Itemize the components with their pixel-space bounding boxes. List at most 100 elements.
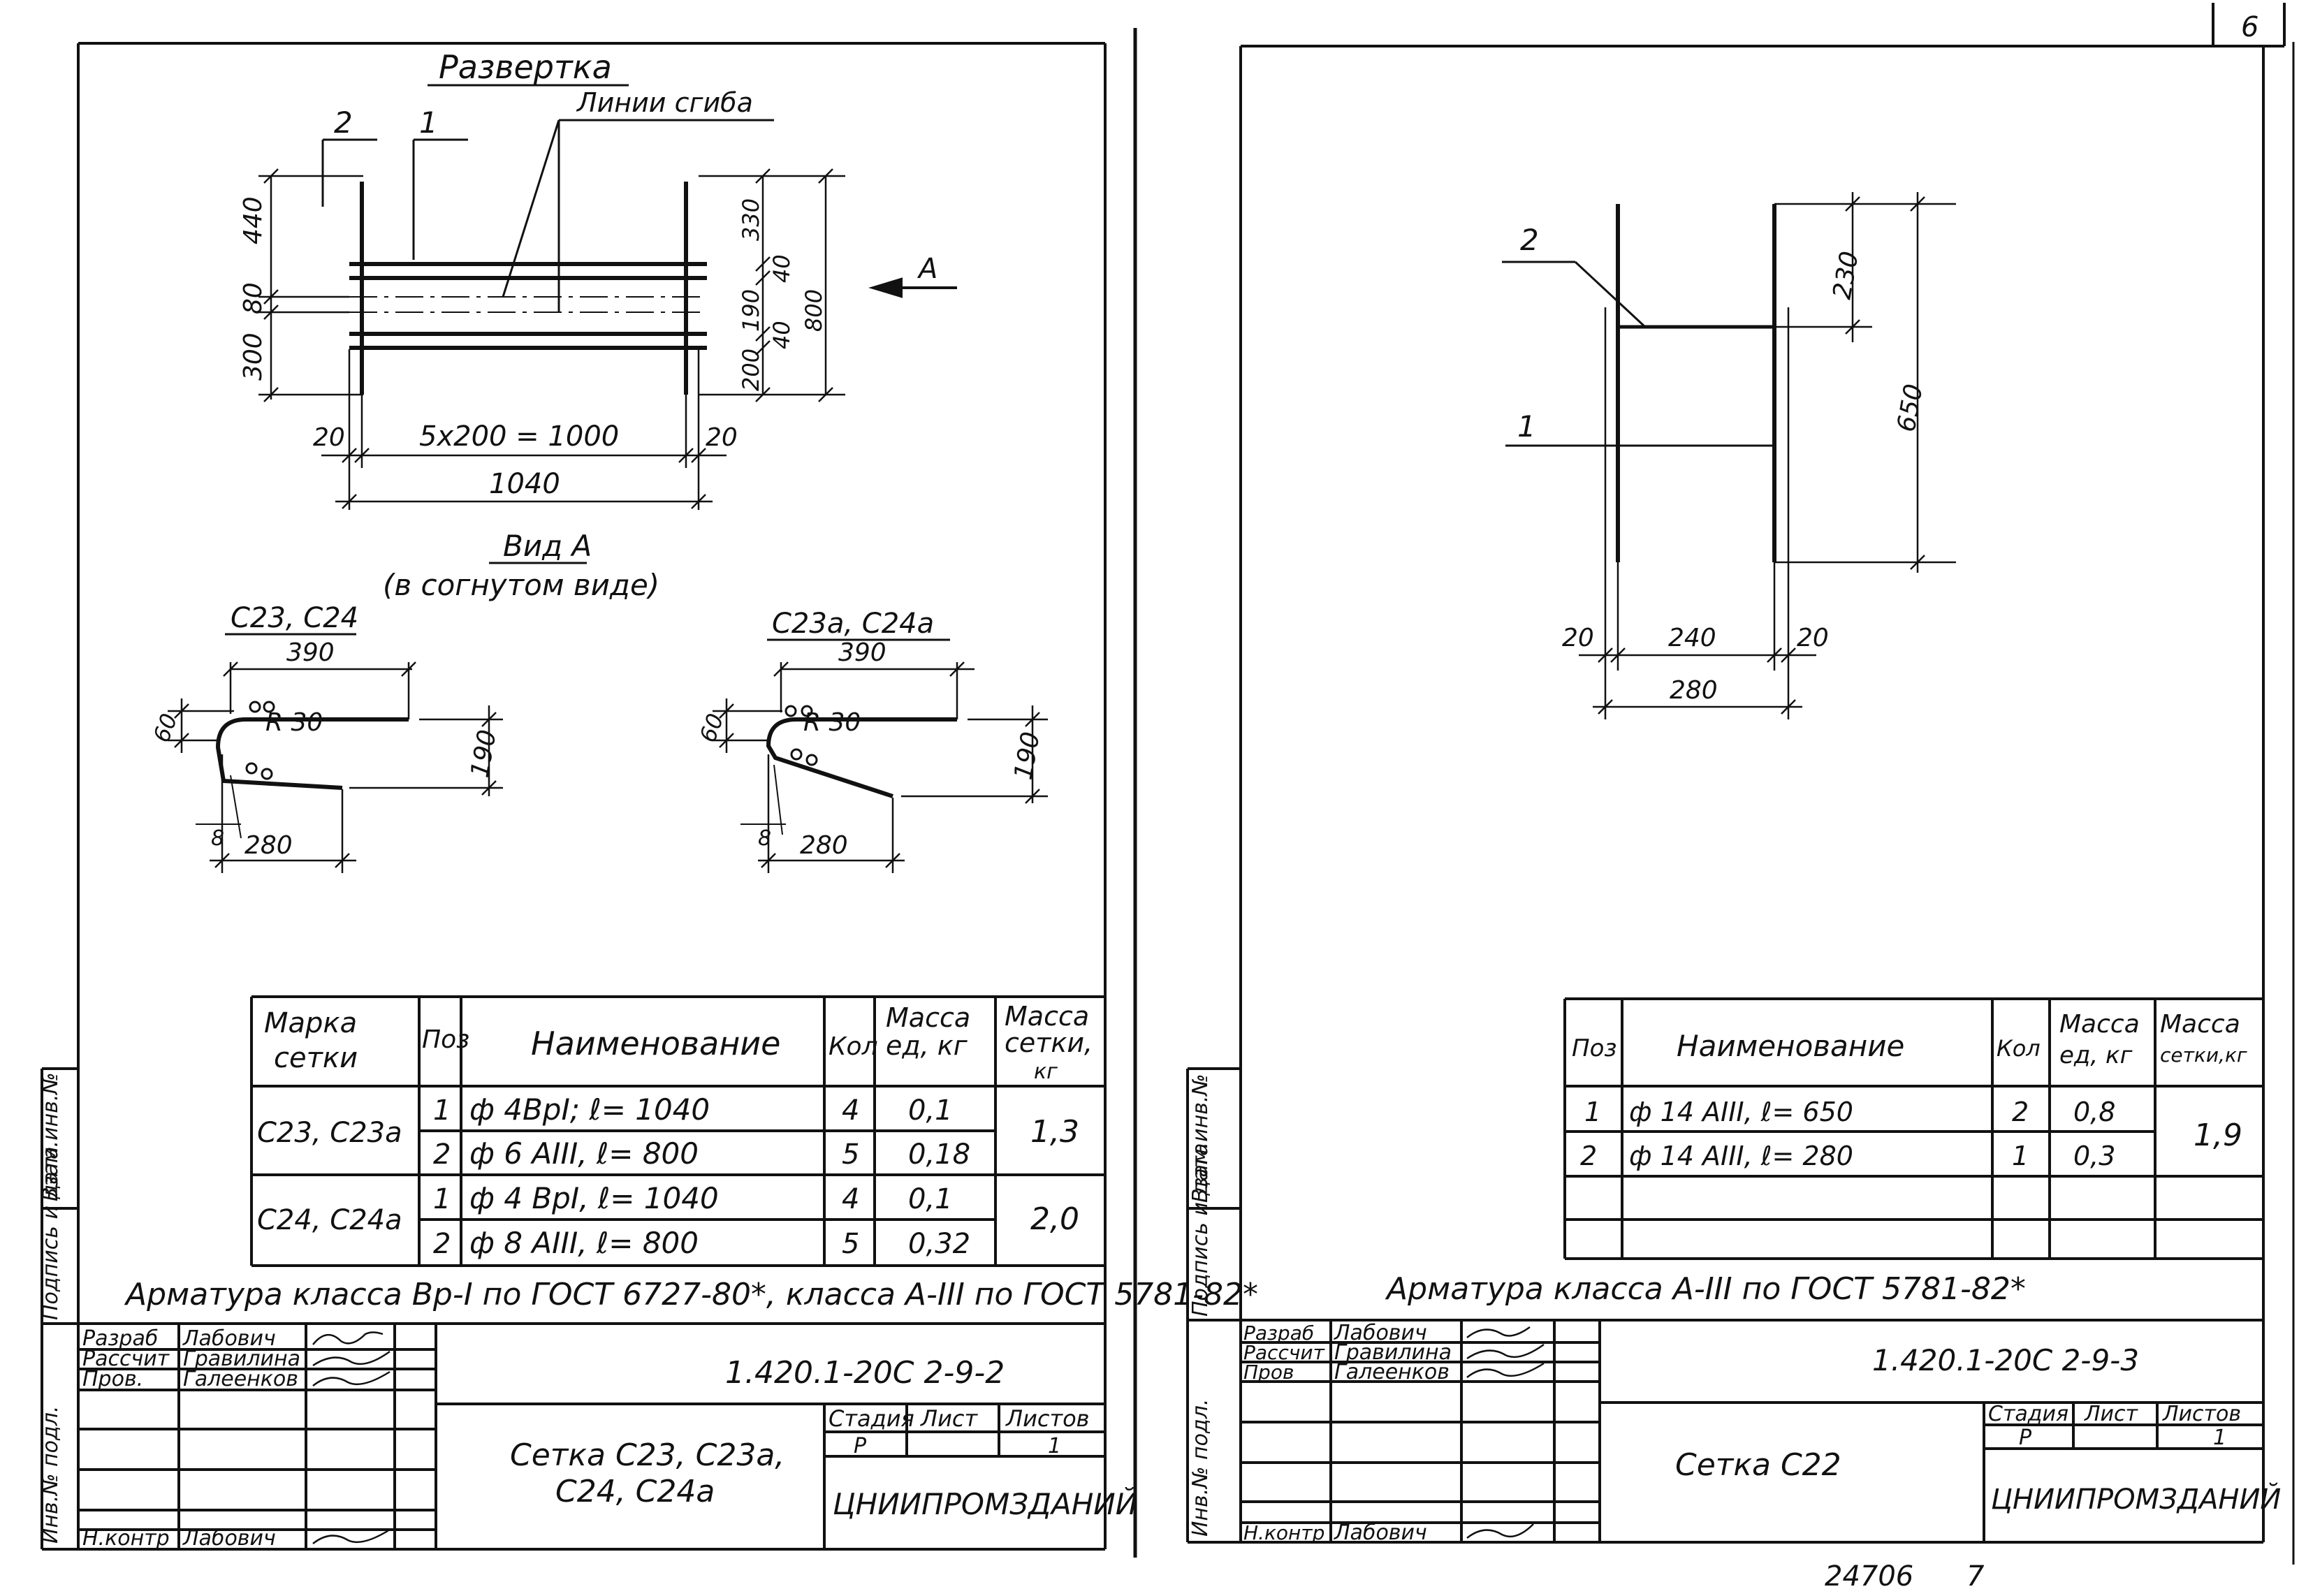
unfolded-mesh (349, 182, 707, 395)
r-table-h-pos: Поз (1572, 1034, 1616, 1062)
left-spec-table (250, 995, 1105, 1267)
table-h-total-1: Масса (1005, 1001, 1089, 1032)
row3-unit: 0,1 (908, 1183, 953, 1215)
r-row2-pos: 2 (1580, 1141, 1597, 1171)
section2-390: 390 (838, 638, 886, 667)
row2-name: ф 6 АIII, ℓ= 800 (469, 1136, 699, 1171)
bend-leader-1 (502, 119, 560, 298)
bottom-page: 7 (1966, 1560, 1985, 1593)
stamp-r-name1: Лабович (1334, 1321, 1427, 1345)
r-row1-unit: 0,8 (2073, 1097, 2115, 1127)
r-row1-qty: 2 (2012, 1097, 2029, 1127)
table-h-total-3: кг (1034, 1060, 1058, 1084)
view-a-title: Вид А (503, 529, 592, 563)
stamp-l-role4: Н.контр (82, 1526, 170, 1551)
c22-dim-20l: 20 (1562, 624, 1594, 652)
bend-lines-label: Линии сгиба (576, 87, 753, 118)
table-h-total-2: сетки, (1005, 1027, 1093, 1058)
arrow-a-label: А (917, 253, 937, 285)
section2-r30: R 30 (803, 708, 861, 737)
stamp-r-stage: Р (2019, 1426, 2032, 1450)
table-h-unit-1: Масса (886, 1002, 970, 1033)
dim-190: 190 (738, 289, 764, 332)
left-side-replace: Взам.инв.№ (38, 1072, 63, 1201)
stamp-r-title: Сетка С22 (1675, 1447, 1841, 1483)
row4-pos: 2 (433, 1228, 451, 1260)
stamp-l-h-stage: Стадия (829, 1405, 914, 1432)
dim-300: 300 (239, 332, 268, 381)
row3-pos: 1 (433, 1183, 451, 1215)
dim-20-left: 20 (313, 423, 345, 452)
row2-pos: 2 (433, 1139, 451, 1171)
left-signatures (312, 1331, 391, 1544)
right-side-sign: Подпись и дата (1188, 1143, 1213, 1317)
stamp-r-org: ЦНИИПРОМЗДАНИЙ (1991, 1482, 2281, 1516)
right-signatures (1466, 1326, 1545, 1539)
page-number: 6 (2241, 11, 2258, 43)
r-table-h-unit-2: ед, кг (2059, 1041, 2133, 1069)
section2-title: С23а, С24а (772, 608, 934, 640)
stamp-r-name3: Галеенков (1334, 1360, 1450, 1384)
r-row2-unit: 0,3 (2073, 1141, 2115, 1171)
left-side-sign: Подпись и дата (38, 1147, 63, 1321)
stamp-r-sheets: 1 (2213, 1426, 2226, 1450)
row3-total: 2,0 (1030, 1201, 1079, 1237)
section1-title: С23, С24 (231, 602, 358, 634)
row4-name: ф 8 АIII, ℓ= 800 (469, 1226, 699, 1260)
stamp-r-h-sheet: Лист (2084, 1402, 2139, 1426)
row3-qty: 4 (842, 1183, 859, 1215)
r-table-h-total-1: Масса (2160, 1010, 2240, 1039)
right-frame (1239, 45, 2265, 1544)
right-side-replace: Взам.инв.№ (1188, 1074, 1213, 1203)
stamp-r-role4: Н.контр (1243, 1521, 1324, 1544)
section1-190: 190 (465, 728, 502, 780)
c22-dim-280: 280 (1670, 676, 1718, 705)
right-dims (699, 168, 845, 402)
stamp-l-role3: Пров. (82, 1367, 143, 1391)
section2-190: 190 (1009, 730, 1045, 782)
row4-qty: 5 (842, 1228, 859, 1260)
table-h-unit-2: ед, кг (886, 1030, 968, 1061)
c22-pos1: 1 (1517, 409, 1536, 444)
row1-name: ф 4ВрI; ℓ= 1040 (469, 1092, 710, 1127)
stamp-l-title1: Сетка С23, С23а, (510, 1437, 784, 1473)
table-h-mark-1: Марка (264, 1007, 357, 1039)
r-table-h-name: Наименование (1677, 1029, 1904, 1063)
unfold-title: Развертка (439, 48, 612, 86)
stamp-r-h-sheets: Листов (2162, 1402, 2241, 1426)
dim-440: 440 (239, 196, 268, 244)
table-h-pos: Поз (422, 1025, 469, 1054)
row1-mark: С23, С23а (257, 1117, 402, 1149)
section1-profile (168, 661, 503, 873)
dim-800: 800 (801, 289, 827, 332)
row1-qty: 4 (842, 1094, 859, 1127)
r-table-h-qty: Кол (1997, 1035, 2041, 1062)
stamp-l-role2: Рассчит (82, 1347, 170, 1371)
left-dims (258, 168, 363, 402)
stamp-l-org: ЦНИИПРОМЗДАНИЙ (833, 1486, 1137, 1521)
c22-pos2: 2 (1520, 223, 1539, 257)
dim-40a: 40 (768, 254, 795, 283)
dim-80: 80 (239, 282, 268, 314)
table-h-mark-2: сетки (274, 1042, 358, 1074)
r-row1-name: ф 14 АIII, ℓ= 650 (1629, 1097, 1853, 1127)
left-note: Арматура класса Вр-I по ГОСТ 6727-80*, к… (124, 1277, 1258, 1312)
section2-280: 280 (800, 831, 848, 860)
right-stamp (1241, 1319, 2263, 1542)
section1-r30: R 30 (265, 708, 323, 737)
c22-dims (1579, 192, 1956, 719)
row4-unit: 0,32 (908, 1228, 970, 1260)
left-frame (77, 42, 1107, 1551)
stamp-l-name4: Лабович (182, 1526, 276, 1551)
stamp-l-sheets: 1 (1048, 1434, 1061, 1458)
c22-dim-650: 650 (1892, 382, 1928, 434)
row1-total: 1,3 (1030, 1114, 1079, 1150)
c22-dim-20r: 20 (1797, 624, 1829, 652)
stamp-l-h-sheet: Лист (920, 1405, 978, 1432)
left-side-margin (41, 1067, 78, 1551)
view-a-arrow (868, 277, 957, 298)
dim-5x200: 5х200 = 1000 (419, 420, 619, 453)
c22-pos2-leader (1574, 261, 1647, 328)
stamp-l-stage: Р (854, 1434, 867, 1458)
